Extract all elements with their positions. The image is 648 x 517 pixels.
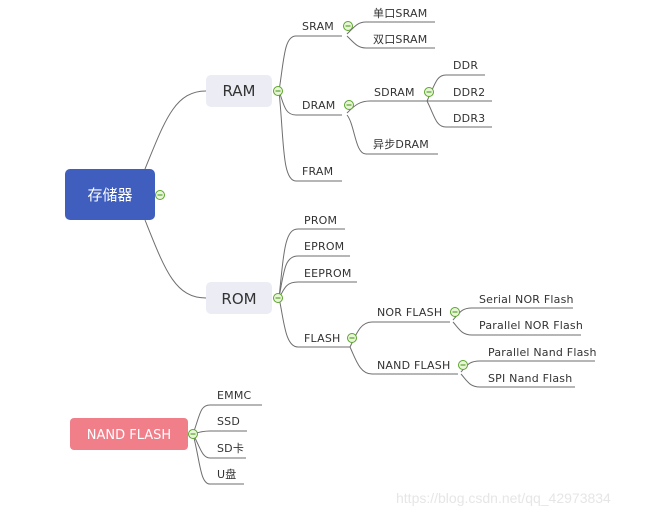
topic-u-disk[interactable]: U盘 [217, 467, 236, 481]
link-sram-dual [346, 35, 435, 49]
branch-node-rom-label: ROM [221, 290, 256, 308]
topic-sram[interactable]: SRAM [302, 20, 334, 33]
collapse-minus-icon[interactable] [273, 86, 283, 96]
root-node-label: 存储器 [87, 186, 132, 204]
collapse-minus-icon[interactable] [344, 100, 354, 110]
topic-parallel-nor-flash[interactable]: Parallel NOR Flash [479, 319, 583, 332]
link-nor-parallel [452, 321, 581, 336]
link-sdram-ddr3 [426, 100, 492, 128]
topic-sdram[interactable]: SDRAM [374, 86, 415, 99]
link-ram-fram [278, 90, 342, 182]
topic-dram[interactable]: DRAM [302, 99, 335, 112]
connection-lines [144, 21, 595, 485]
topic-labels: SRAM 单口SRAM 双口SRAM DRAM SDRAM DDR DDR2 D… [217, 7, 597, 481]
link-dram-sdram [346, 100, 427, 114]
collapse-minus-icon[interactable] [273, 293, 283, 303]
link-root-rom [144, 219, 207, 299]
topic-nor-flash[interactable]: NOR FLASH [377, 306, 442, 319]
link-float-emmc [192, 404, 262, 435]
branch-node-rom-box[interactable] [206, 282, 272, 314]
floating-node-nand-flash-label: NAND FLASH [87, 428, 171, 443]
link-ram-sram [278, 35, 342, 92]
collapse-toggles [155, 21, 468, 439]
link-rom-eeprom [278, 281, 357, 299]
collapse-minus-icon[interactable] [347, 333, 357, 343]
branch-node-ram-label: RAM [222, 82, 255, 100]
link-flash-nor [349, 321, 450, 348]
topic-emmc[interactable]: EMMC [217, 389, 252, 402]
link-float-u [192, 433, 244, 485]
topic-single-port-sram[interactable]: 单口SRAM [373, 7, 427, 20]
topic-ddr3[interactable]: DDR3 [453, 112, 485, 125]
branch-node-ram-box[interactable] [206, 75, 272, 107]
topic-ddr[interactable]: DDR [453, 59, 478, 72]
link-nand-spi [460, 373, 575, 388]
floating-node-nand-flash[interactable]: NAND FLASH [70, 418, 188, 450]
topic-sd-card[interactable]: SD卡 [217, 442, 244, 455]
link-rom-flash [278, 297, 350, 348]
link-sram-single [346, 21, 435, 35]
watermark-text: https://blog.csdn.net/qq_42973834 [396, 490, 611, 506]
topic-nand-flash[interactable]: NAND FLASH [377, 359, 450, 372]
collapse-minus-icon[interactable] [450, 307, 460, 317]
collapse-minus-icon[interactable] [188, 429, 198, 439]
topic-prom[interactable]: PROM [304, 214, 337, 227]
topic-eeprom[interactable]: EEPROM [304, 267, 352, 280]
link-nand-parallel [460, 360, 595, 373]
link-rom-prom [278, 228, 345, 299]
link-nor-serial [452, 307, 573, 321]
root-node-box[interactable] [65, 169, 155, 220]
collapse-minus-icon[interactable] [343, 21, 353, 31]
topic-dual-port-sram[interactable]: 双口SRAM [373, 33, 427, 46]
collapse-minus-icon[interactable] [424, 87, 434, 97]
link-root-ram [144, 90, 207, 170]
branch-node-rom[interactable]: ROM [206, 282, 272, 314]
link-flash-nand [349, 346, 458, 375]
collapse-minus-icon[interactable] [155, 190, 165, 200]
link-rom-eprom [278, 255, 350, 299]
topic-parallel-nand-flash[interactable]: Parallel Nand Flash [488, 346, 597, 359]
topic-spi-nand-flash[interactable]: SPI Nand Flash [488, 372, 572, 385]
topic-serial-nor-flash[interactable]: Serial NOR Flash [479, 293, 574, 306]
topic-fram[interactable]: FRAM [302, 165, 333, 178]
topic-eprom[interactable]: EPROM [304, 240, 344, 253]
floating-node-nand-flash-box[interactable] [70, 418, 188, 450]
branch-node-ram[interactable]: RAM [206, 75, 272, 107]
link-dram-async [346, 114, 438, 155]
topic-async-dram[interactable]: 异步DRAM [373, 138, 429, 151]
topic-ddr2[interactable]: DDR2 [453, 86, 485, 99]
topic-ssd[interactable]: SSD [217, 415, 240, 428]
root-node[interactable]: 存储器 [65, 169, 155, 220]
topic-flash[interactable]: FLASH [304, 332, 341, 345]
link-float-ssd [192, 430, 247, 435]
collapse-minus-icon[interactable] [458, 360, 468, 370]
